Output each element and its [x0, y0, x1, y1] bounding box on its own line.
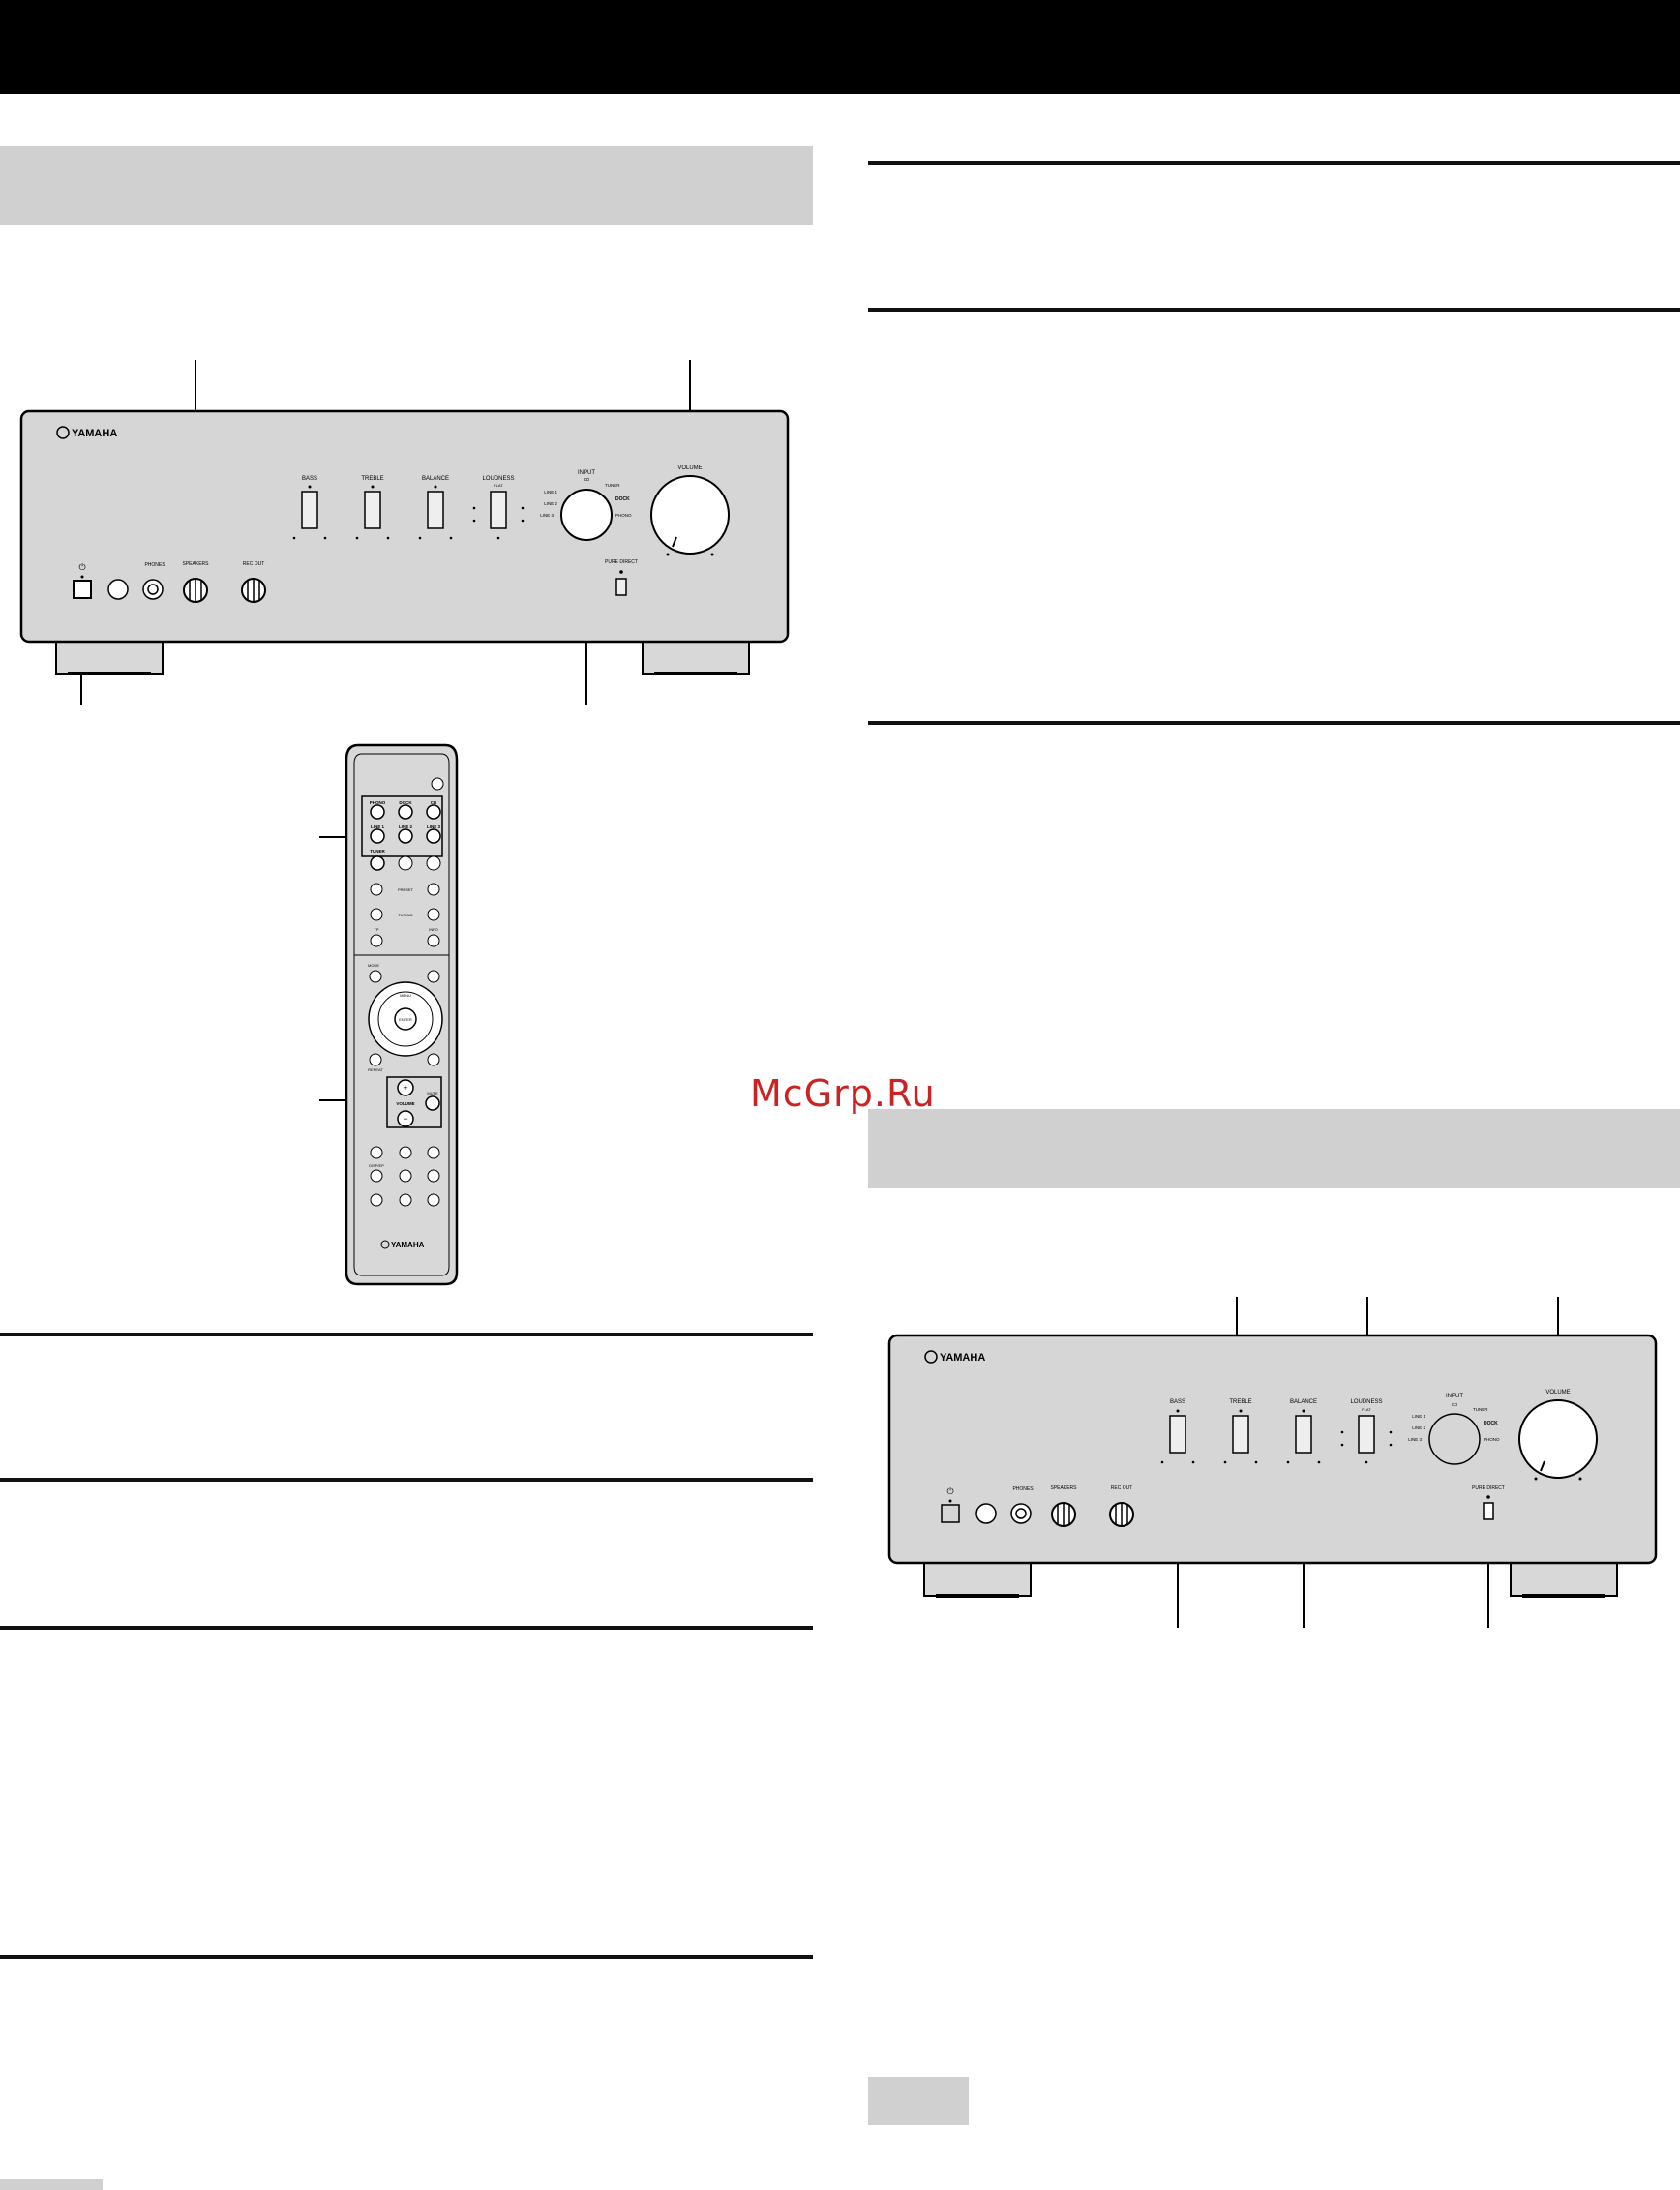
- panel2-input-pos-tuner: TUNER: [1473, 1407, 1488, 1412]
- remote-tuning-label: TUNING: [398, 913, 412, 917]
- panel1-volume-label: VOLUME: [677, 465, 702, 471]
- panel2-input-label: INPUT: [1446, 1394, 1463, 1399]
- rule-left-1: [0, 1333, 813, 1336]
- panel1-brand: YAMAHA: [72, 428, 117, 439]
- front-panel-diagram-2: YAMAHA BASS TREBLE BALANCE LOUDNESS FLAT…: [887, 1297, 1658, 1628]
- remote-mute-label: MUTE: [427, 1091, 438, 1095]
- panel1-speakers-label: SPEAKERS: [183, 561, 210, 567]
- panel1-input-pos-line2: LINE 2: [544, 501, 557, 506]
- svg-text:−: −: [403, 1114, 407, 1124]
- remote-tp-label: TP: [374, 927, 378, 932]
- header-bar: [0, 0, 1680, 94]
- panel2-volume-label: VOLUME: [1545, 1390, 1570, 1395]
- panel2-input-pos-phono: PHONO: [1484, 1437, 1500, 1442]
- panel1-knob-treble-label: TREBLE: [361, 476, 383, 482]
- note-box-left: [0, 2179, 103, 2190]
- remote-btn-label-dock: DOCK: [399, 800, 412, 805]
- panel1-phones-label: PHONES: [144, 562, 165, 568]
- panel1-loudness-flat: FLAT: [494, 483, 503, 488]
- panel1-knob-bass-label: BASS: [302, 476, 317, 482]
- panel2-brand: YAMAHA: [940, 1352, 985, 1364]
- rule-left-2: [0, 1478, 813, 1482]
- remote-enter-label: ENTER: [399, 1017, 412, 1022]
- rule-right-2: [868, 308, 1680, 312]
- remote-mode-label: MODE: [368, 963, 379, 968]
- remote-menu-label: MENU: [400, 993, 411, 998]
- remote-btn-label-tuner: TUNER: [370, 849, 385, 854]
- panel1-input-pos-phono: PHONO: [615, 513, 632, 518]
- panel1-power-icon: ⏻: [78, 562, 85, 572]
- rule-left-3: [0, 1626, 813, 1630]
- panel1-input-pos-tuner: TUNER: [605, 483, 620, 488]
- panel2-loudness-flat: FLAT: [1362, 1407, 1371, 1412]
- watermark-text: McGrp.Ru: [750, 1072, 936, 1115]
- panel1-knob-loudness-label: LOUDNESS: [482, 476, 514, 482]
- section-heading-band-right: [868, 1109, 1680, 1188]
- panel2-input-pos-dock: DOCK: [1484, 1421, 1498, 1426]
- note-box-right: [868, 2077, 969, 2125]
- remote-repeat-label: REPEAT: [368, 1067, 383, 1072]
- panel2-knob-treble-label: TREBLE: [1229, 1399, 1251, 1405]
- panel2-input-pos-line2: LINE 2: [1412, 1425, 1425, 1430]
- rule-left-4: [0, 1955, 813, 1959]
- panel2-knob-loudness-label: LOUDNESS: [1350, 1399, 1382, 1405]
- remote-btn-label-line1: LINE 1: [371, 825, 385, 829]
- panel2-input-pos-line3: LINE 3: [1408, 1437, 1422, 1442]
- panel2-knob-balance-label: BALANCE: [1290, 1399, 1317, 1405]
- panel1-pure-direct-label: PURE DIRECT: [605, 559, 638, 565]
- remote-btn-label-line2: LINE 2: [399, 825, 413, 829]
- remote-btn-label-cd: CD: [431, 800, 437, 805]
- rule-right-1: [868, 161, 1680, 165]
- remote-info-label: INFO: [429, 927, 438, 932]
- svg-text:+: +: [403, 1083, 407, 1093]
- panel1-input-label: INPUT: [578, 470, 595, 476]
- rule-right-3: [868, 721, 1680, 725]
- remote-btn-label-line3: LINE 3: [427, 825, 441, 829]
- remote-dimmer-label: DISP/EP: [369, 1163, 384, 1168]
- panel2-speakers-label: SPEAKERS: [1051, 1485, 1078, 1491]
- panel1-input-pos-line3: LINE 3: [540, 513, 554, 518]
- remote-volume-label: VOLUME: [396, 1101, 414, 1106]
- panel2-input-pos-cd: CD: [1452, 1402, 1458, 1407]
- panel2-knob-bass-label: BASS: [1170, 1399, 1185, 1405]
- panel2-recout-label: REC OUT: [1111, 1485, 1133, 1491]
- panel2-pure-direct-label: PURE DIRECT: [1472, 1485, 1505, 1491]
- panel2-input-pos-line1: LINE 1: [1412, 1414, 1425, 1419]
- panel2-power-icon: ⏻: [946, 1486, 953, 1496]
- panel1-input-pos-line1: LINE 1: [544, 490, 557, 495]
- remote-preset-label: PRESET: [398, 887, 414, 892]
- panel1-input-pos-dock: DOCK: [615, 496, 630, 502]
- remote-brand: YAMAHA: [391, 1241, 425, 1249]
- section-heading-band-left: [0, 146, 813, 225]
- remote-btn-label-phono: PHONO: [370, 800, 386, 805]
- panel1-input-pos-cd: CD: [584, 477, 590, 482]
- front-panel-diagram-1: YAMAHA BASS TREBLE BALANCE LOUDNESS FLAT…: [19, 360, 790, 705]
- panel2-phones-label: PHONES: [1012, 1486, 1034, 1492]
- panel1-knob-balance-label: BALANCE: [422, 476, 449, 482]
- remote-control-diagram: PHONO DOCK CD LINE 1 LINE 2 LINE 3 TUNER…: [319, 743, 459, 1286]
- panel1-recout-label: REC OUT: [243, 561, 265, 567]
